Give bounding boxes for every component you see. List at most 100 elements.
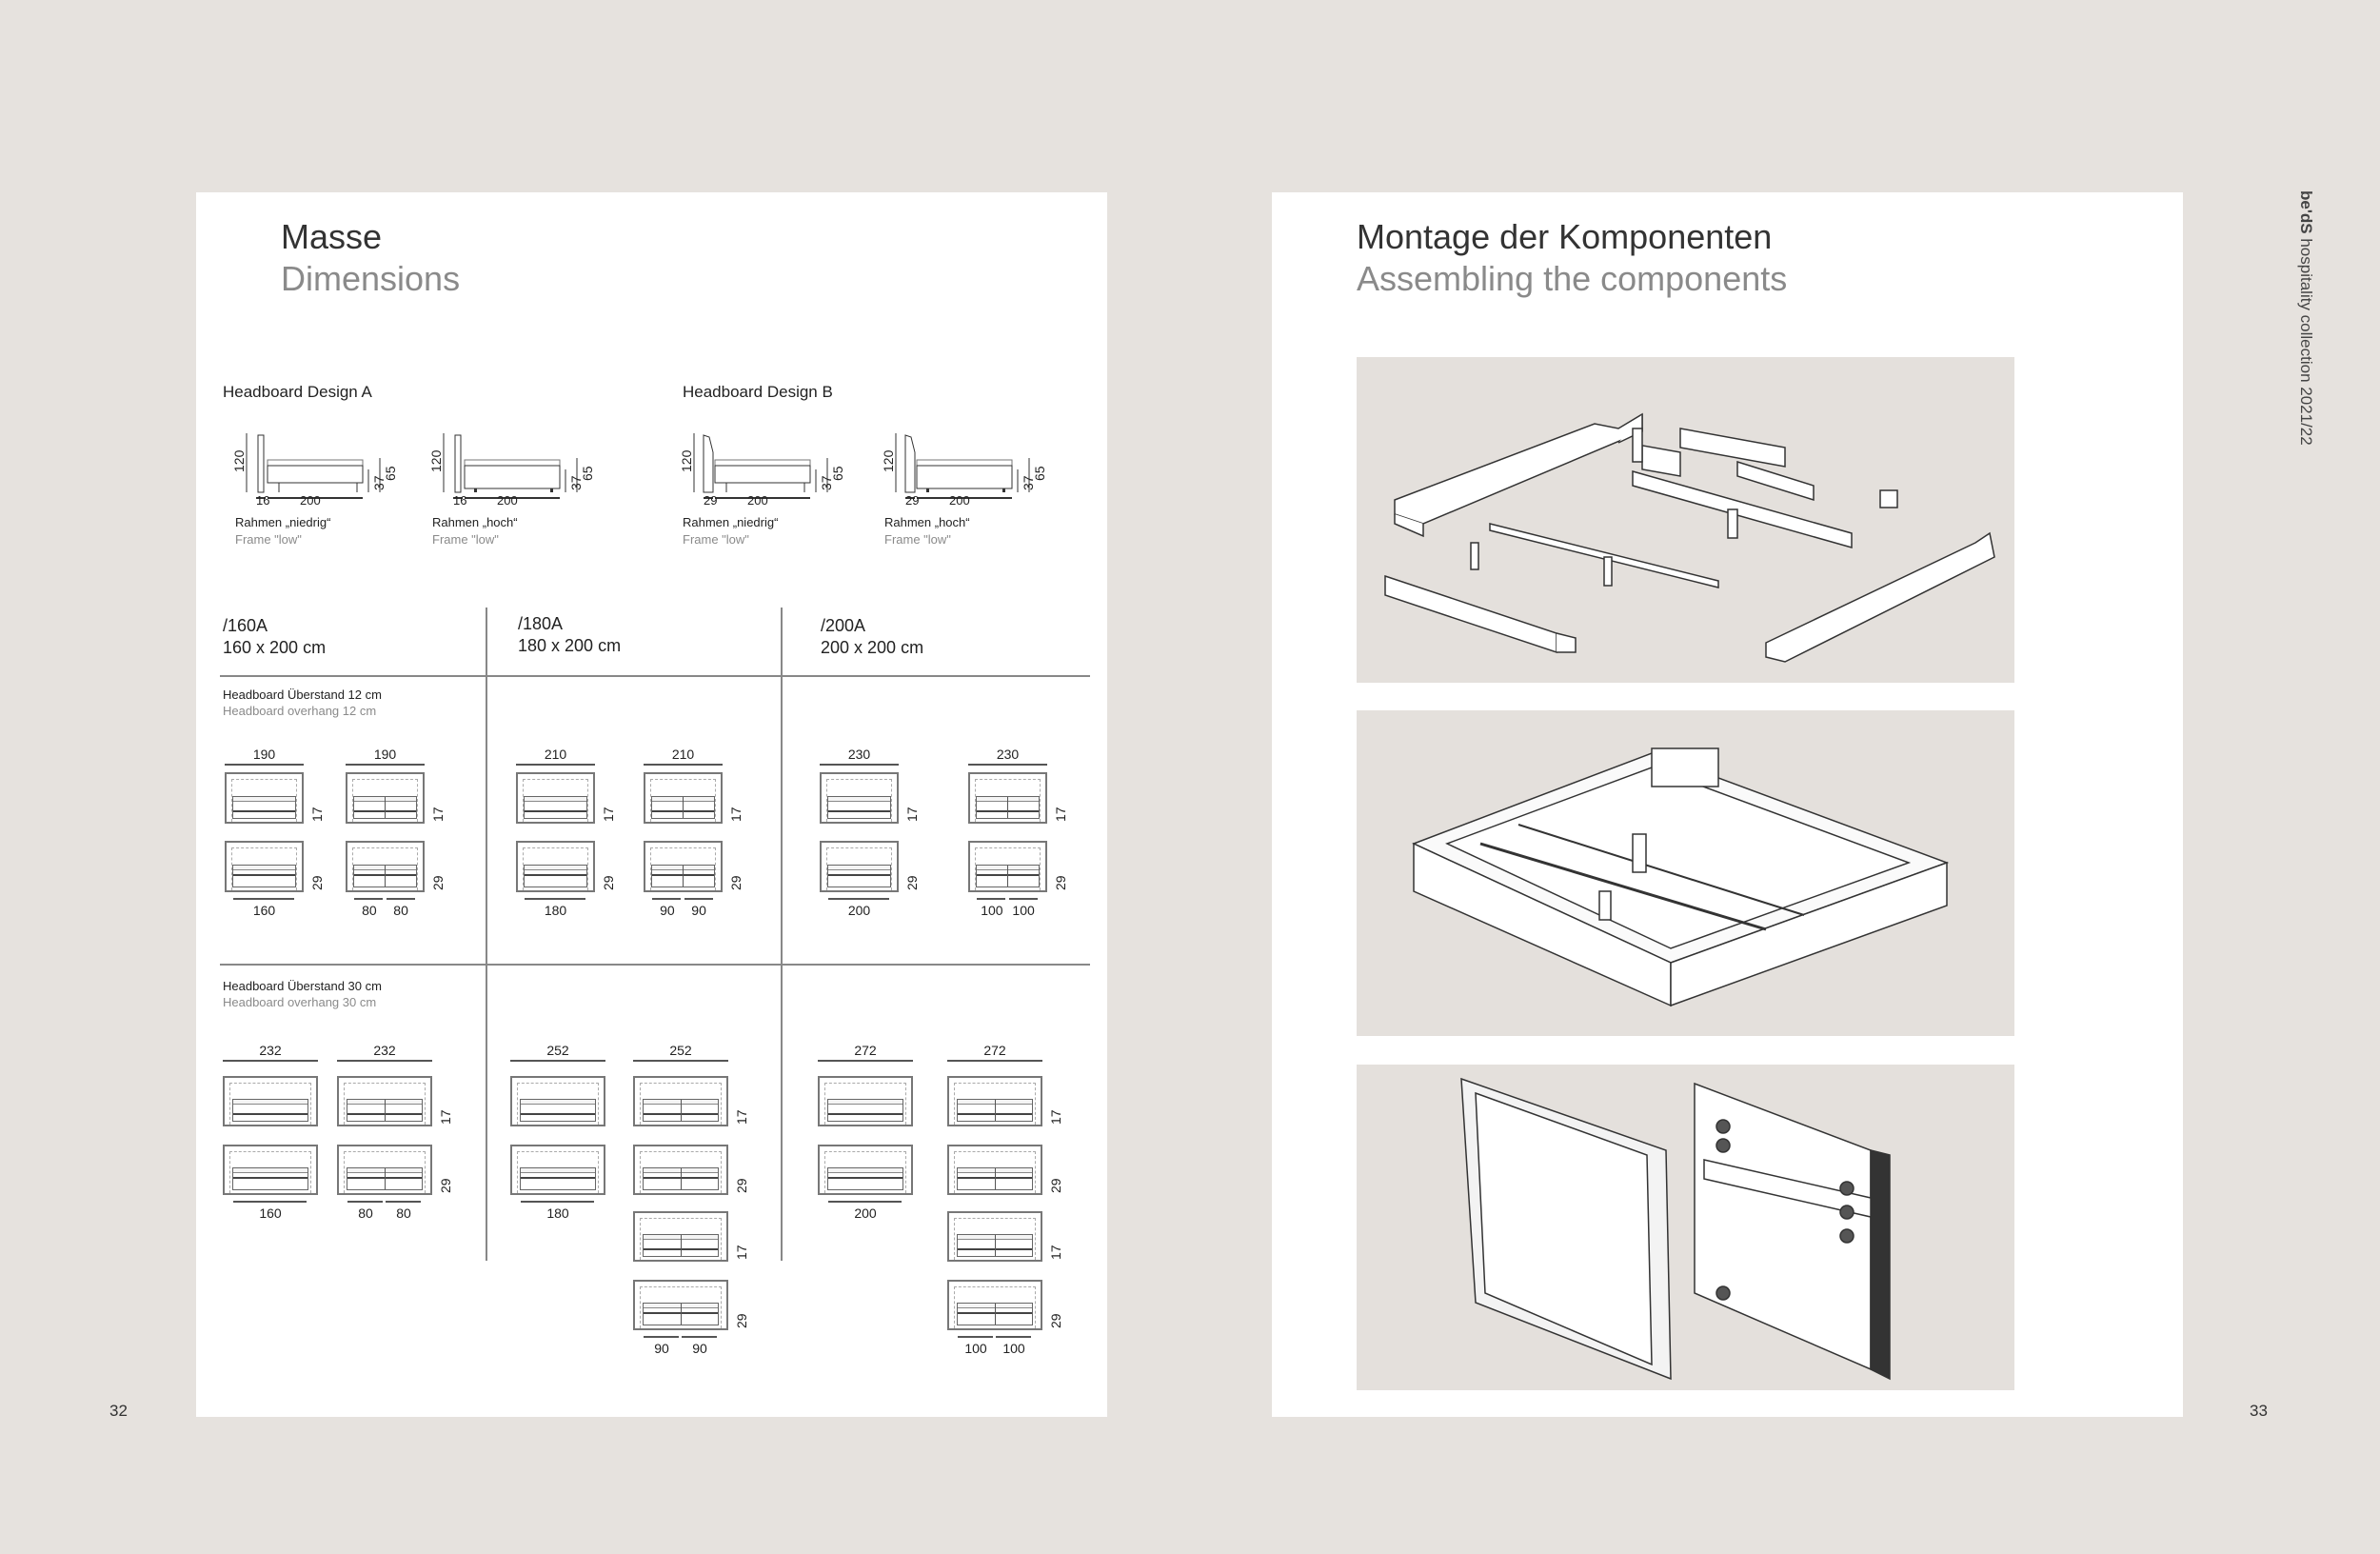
mattress (828, 865, 890, 870)
headboard-outline (824, 1151, 906, 1193)
height-label: 29 (438, 1178, 453, 1193)
dimension-bar (233, 1201, 307, 1203)
bed-shape (827, 795, 891, 819)
page-number: 33 (2250, 1402, 2268, 1420)
bed-shape (643, 1303, 719, 1325)
width-label: 190 (373, 747, 397, 762)
bed-base (828, 873, 890, 887)
height-label: 17 (728, 807, 744, 822)
size-code: /200A (821, 616, 866, 635)
headboard-outline (640, 1286, 722, 1328)
bed-side-profile (246, 433, 381, 499)
width-label: 90 (692, 1341, 707, 1356)
bed-front-view (633, 1211, 728, 1262)
frame-label-en: Frame "low" (235, 532, 302, 547)
bed-front-view (947, 1211, 1042, 1262)
width-label: 210 (544, 747, 567, 762)
headboard-outline (954, 1083, 1036, 1125)
headboard-outline (344, 1083, 426, 1125)
width-label: 90 (691, 903, 706, 918)
dimension-bar (947, 1060, 1042, 1062)
bed-base (828, 1176, 902, 1189)
bed-shape (353, 864, 417, 887)
dimension-bar (684, 898, 713, 900)
dimension-bar (996, 1336, 1031, 1338)
dimension-bar (233, 898, 294, 900)
dimension-bar (828, 1201, 902, 1203)
page-title-de: Montage der Komponenten (1357, 217, 1773, 256)
width-label: 80 (358, 1205, 373, 1221)
dimension-bar (346, 764, 425, 766)
bed-base (233, 1113, 307, 1121)
mattress (521, 1168, 595, 1174)
split-line (385, 1100, 386, 1121)
bed-side-profile (895, 433, 1030, 499)
bed-shape (524, 864, 587, 887)
bed-front-view (346, 841, 425, 892)
bed-shape (957, 1099, 1033, 1122)
dimension-bar (818, 1060, 913, 1062)
width-label: 200 (847, 903, 871, 918)
headboard-outline (826, 847, 892, 890)
height-label: 29 (734, 1313, 749, 1328)
bed-front-view (644, 772, 723, 824)
bed-front-view (947, 1280, 1042, 1330)
length-label: 200 (949, 493, 970, 508)
frame-label-de: Rahmen „hoch“ (884, 515, 970, 529)
headboard-outline (824, 1083, 906, 1125)
headboard-outline (975, 847, 1041, 890)
headboard-outline (650, 847, 716, 890)
total-height-label: 65 (830, 466, 845, 481)
bed-front-view (337, 1145, 432, 1195)
bed-base (233, 809, 295, 818)
dimension-bar (337, 1060, 432, 1062)
bed-base (233, 873, 295, 887)
overhang-label-de: Headboard Überstand 12 cm (223, 687, 382, 702)
split-line (995, 1168, 996, 1189)
bed-shape (976, 795, 1040, 819)
bed-shape (232, 795, 296, 819)
headboard-outline (650, 779, 716, 822)
length-label: 200 (497, 493, 518, 508)
length-label: 200 (747, 493, 768, 508)
width-label: 160 (252, 903, 276, 918)
bed-shape (232, 1167, 308, 1190)
headboard-outline (954, 1286, 1036, 1328)
bed-shape (827, 1167, 903, 1190)
headboard-outline (352, 847, 418, 890)
bed-front-view (947, 1076, 1042, 1126)
width-label: 190 (252, 747, 276, 762)
total-height-label: 65 (580, 466, 595, 481)
bed-shape (651, 795, 715, 819)
split-line (1007, 865, 1009, 887)
bed-front-view (346, 772, 425, 824)
width-label: 252 (669, 1043, 692, 1058)
brand-logo: be'dS (2297, 190, 2315, 234)
headboard-outline (975, 779, 1041, 822)
bed-base (521, 1113, 595, 1121)
height-label: 29 (430, 875, 446, 890)
bed-shape (957, 1303, 1033, 1325)
width-label: 210 (671, 747, 695, 762)
depth-label: 16 (453, 493, 467, 508)
height-label: 17 (309, 807, 325, 822)
headboard-outline (640, 1151, 722, 1193)
bed-shape (353, 795, 417, 819)
bed-front-view (947, 1145, 1042, 1195)
divider (220, 675, 1090, 677)
height-label: 29 (601, 875, 616, 890)
bed-base (525, 873, 586, 887)
width-label: 232 (259, 1043, 282, 1058)
headboard-outline (229, 1083, 311, 1125)
bed-front-view (968, 841, 1047, 892)
dimension-bar (977, 898, 1006, 900)
dimension-bar (225, 764, 304, 766)
bed-front-view (818, 1076, 913, 1126)
bed-front-view (820, 841, 899, 892)
split-line (995, 1100, 996, 1121)
width-label: 100 (964, 1341, 987, 1356)
overhang-label-en: Headboard overhang 30 cm (223, 995, 377, 1009)
overhang-label-en: Headboard overhang 12 cm (223, 704, 377, 718)
size-dimensions: 200 x 200 cm (821, 638, 924, 657)
bed-front-view (225, 772, 304, 824)
